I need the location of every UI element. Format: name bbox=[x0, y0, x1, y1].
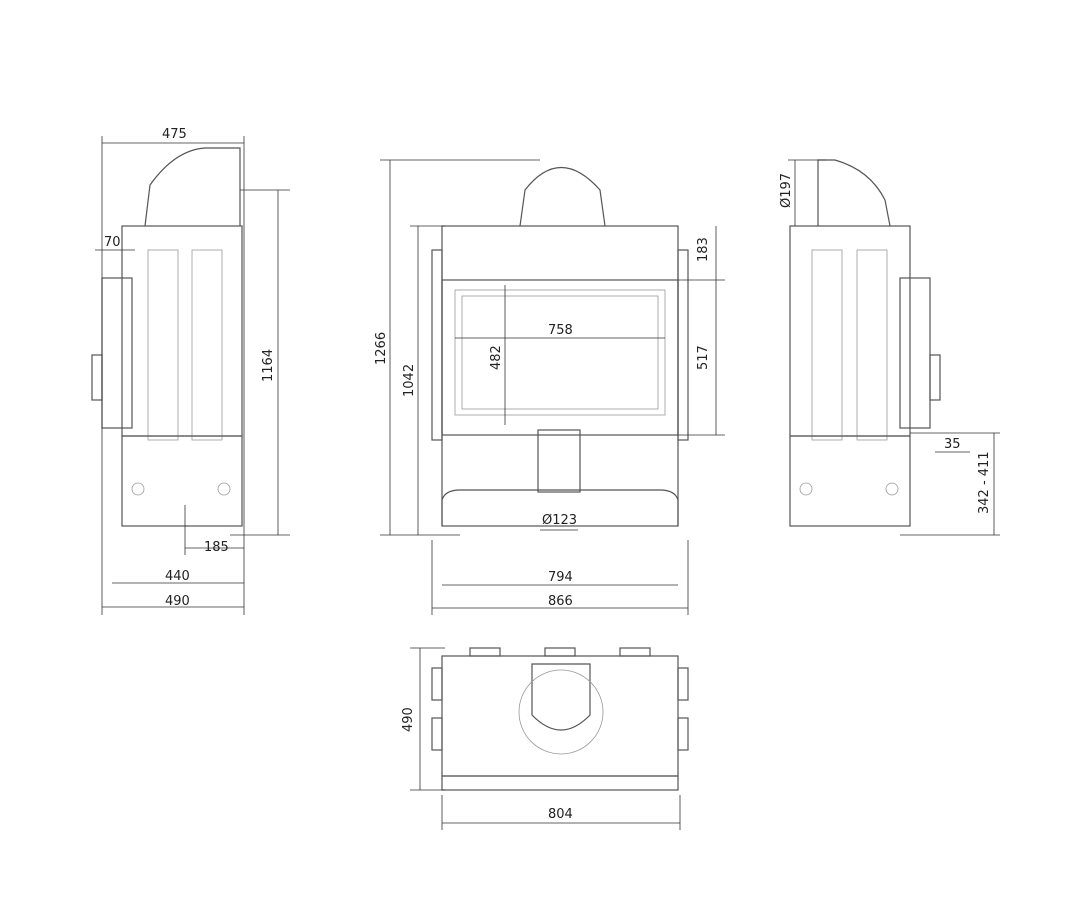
dim-1042: 1042 bbox=[402, 364, 417, 397]
dim-517: 517 bbox=[696, 345, 711, 370]
dim-440: 440 bbox=[165, 569, 190, 584]
dim-183: 183 bbox=[696, 237, 711, 262]
dim-top-490: 490 bbox=[401, 707, 416, 732]
left-side-view: 475 70 1164 185 440 490 bbox=[91, 127, 290, 615]
dim-1164: 1164 bbox=[261, 349, 276, 382]
dim-1266: 1266 bbox=[374, 332, 389, 365]
dim-35: 35 bbox=[944, 437, 961, 452]
right-side-view: Ø197 35 342 - 411 bbox=[779, 159, 1000, 536]
dim-758: 758 bbox=[548, 323, 573, 338]
dim-475: 475 bbox=[162, 127, 187, 142]
top-view: 490 804 bbox=[401, 647, 689, 830]
dim-866: 866 bbox=[548, 594, 573, 609]
dim-197: Ø197 bbox=[779, 173, 794, 208]
dim-482: 482 bbox=[489, 345, 504, 370]
dim-70: 70 bbox=[104, 235, 121, 250]
dim-490: 490 bbox=[165, 594, 190, 609]
dim-804: 804 bbox=[548, 807, 573, 822]
dim-inlet: Ø123 bbox=[542, 513, 577, 528]
dim-185: 185 bbox=[204, 540, 229, 555]
dim-342-411: 342 - 411 bbox=[977, 451, 992, 514]
front-view: 1266 1042 758 482 183 517 Ø123 794 866 bbox=[374, 159, 725, 615]
dim-794: 794 bbox=[548, 570, 573, 585]
